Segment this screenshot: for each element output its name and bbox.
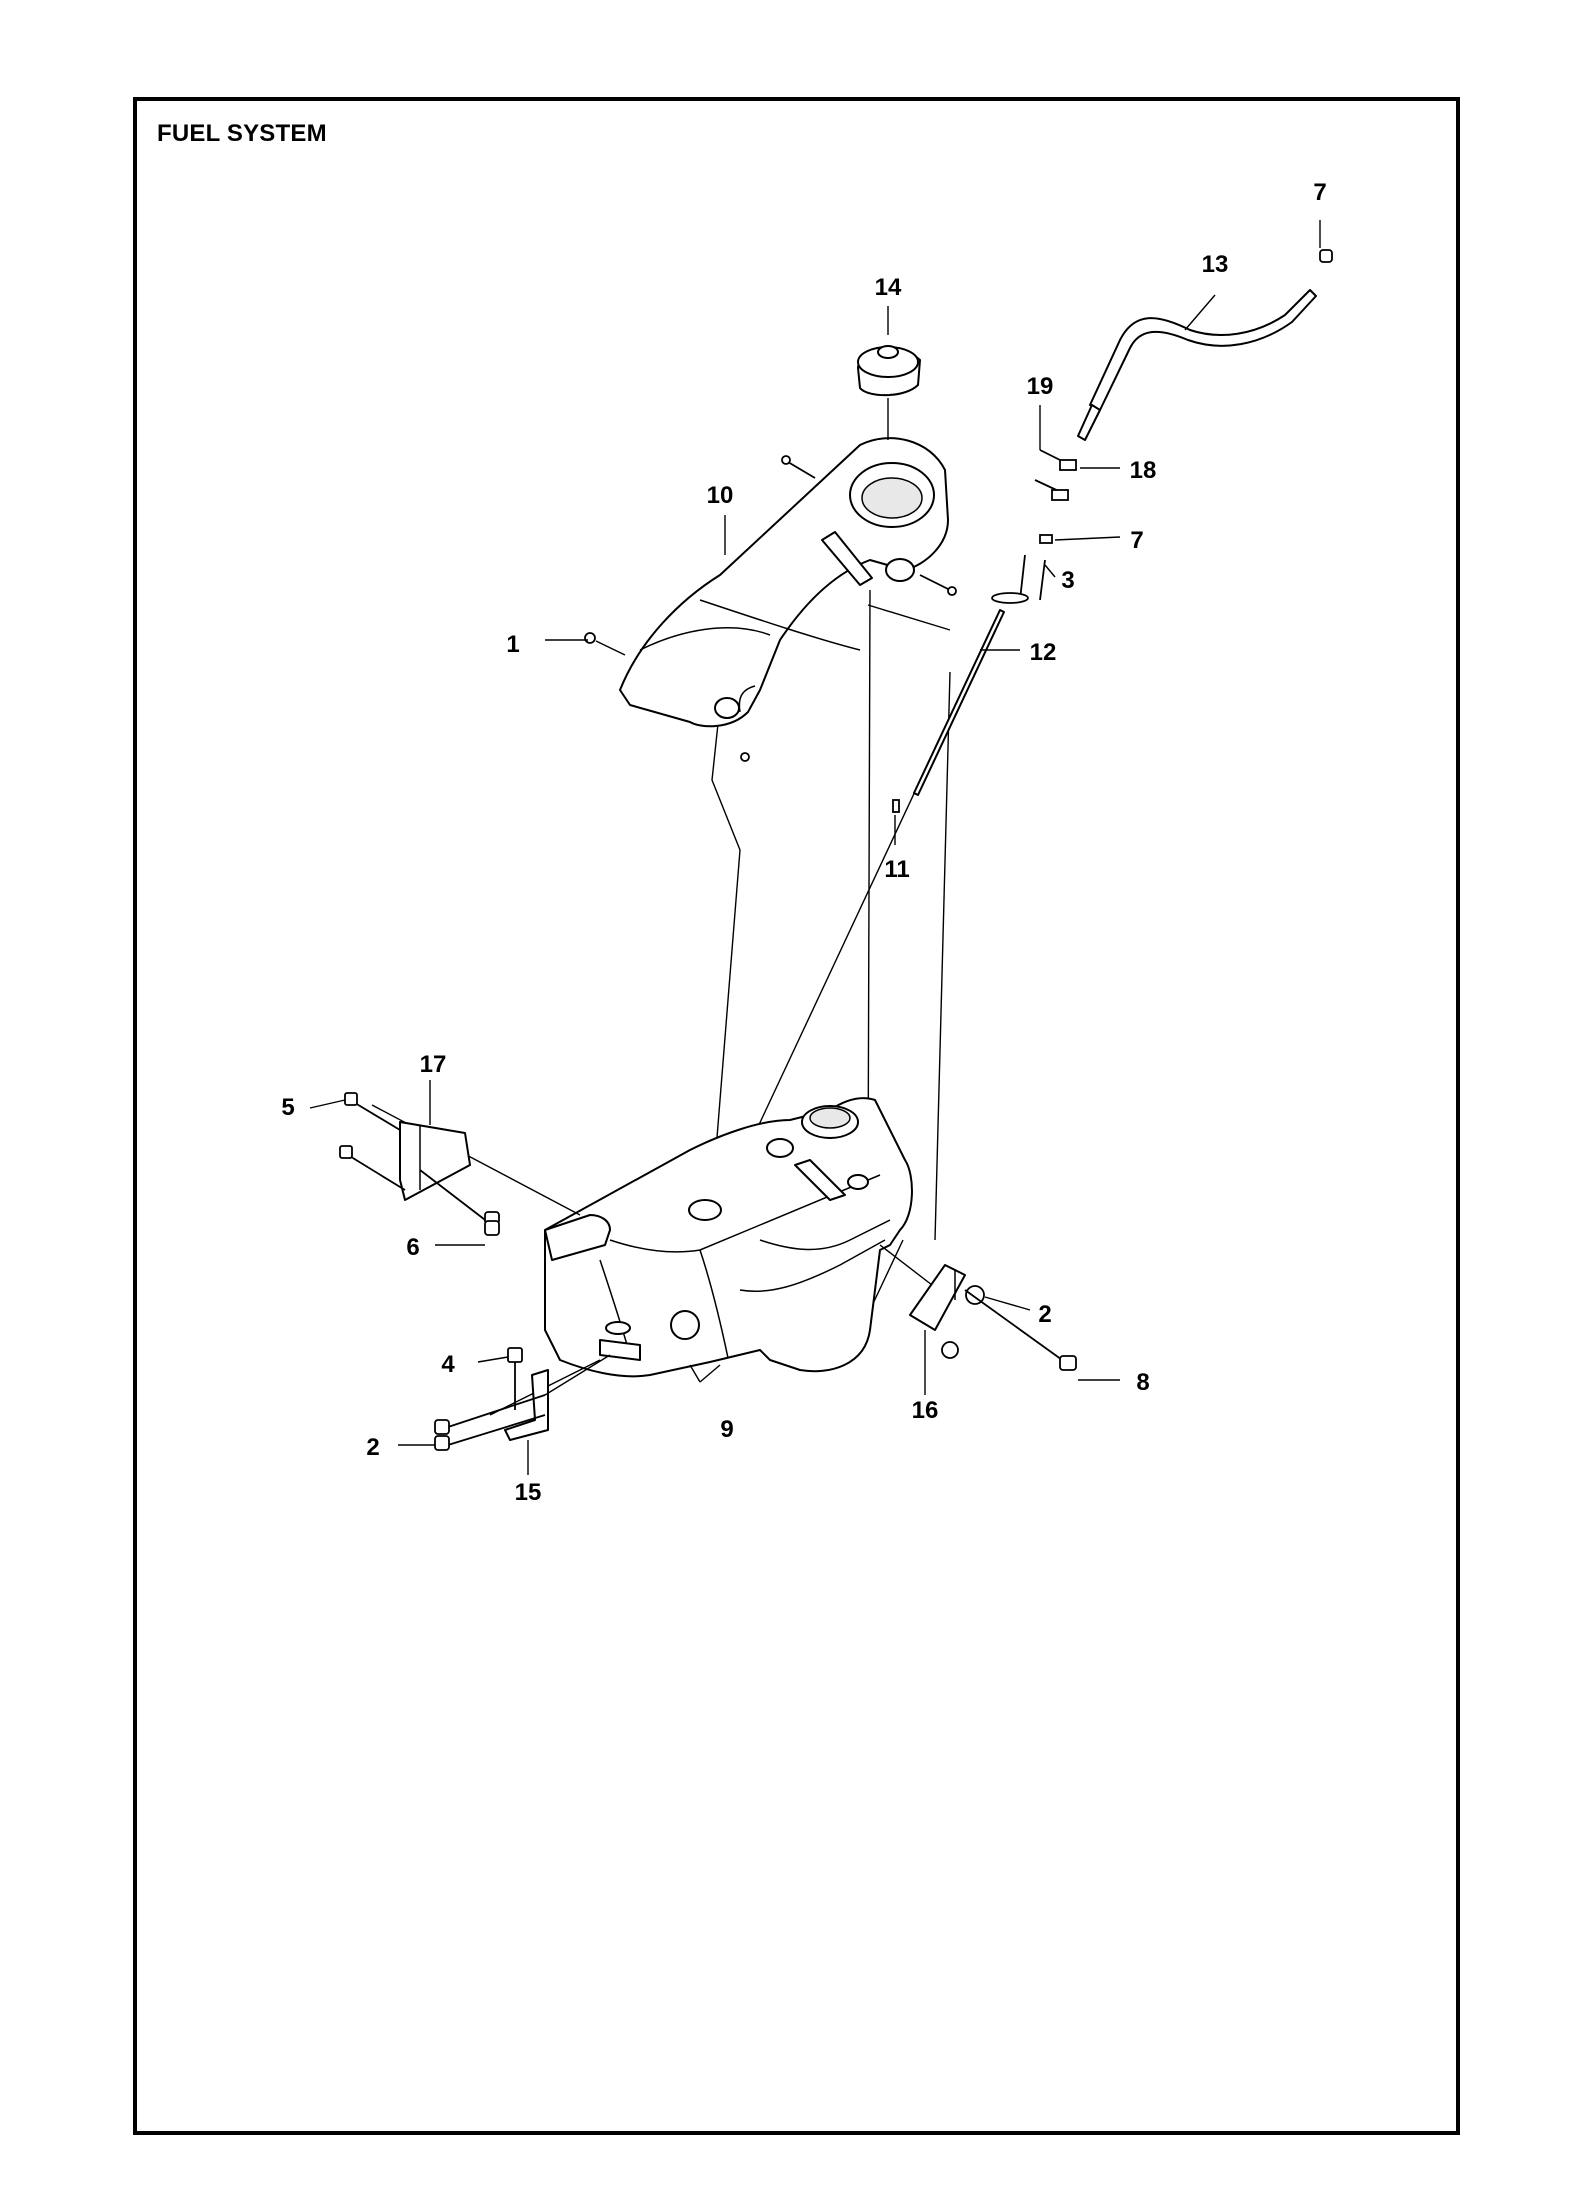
callout-16: 16 — [912, 1397, 939, 1424]
callout-9: 9 — [720, 1416, 733, 1443]
callout-2-right: 2 — [1038, 1301, 1051, 1328]
page-title: FUEL SYSTEM — [157, 120, 327, 147]
callout-17: 17 — [420, 1051, 447, 1078]
diagram-frame — [133, 97, 1460, 2135]
callout-13: 13 — [1202, 251, 1229, 278]
bracket-17-assembly — [339, 1092, 500, 1236]
callout-12: 12 — [1030, 639, 1057, 666]
callout-1: 1 — [506, 631, 519, 658]
fuel-tank — [544, 1097, 913, 1378]
fuel-hose — [1077, 249, 1333, 441]
callout-19: 19 — [1027, 373, 1054, 400]
bracket-15-assembly — [434, 1347, 611, 1451]
fuel-cap — [857, 345, 921, 440]
callout-leaders — [309, 220, 1321, 1475]
callout-7-middle: 7 — [1130, 527, 1143, 554]
callout-4: 4 — [441, 1351, 455, 1378]
callout-6: 6 — [406, 1234, 419, 1261]
callout-2-left: 2 — [366, 1434, 379, 1461]
hose-fittings — [991, 449, 1077, 604]
callouts: 1 2 2 3 4 5 6 7 7 8 9 10 11 12 13 14 15 … — [281, 179, 1326, 1506]
callout-3: 3 — [1061, 567, 1074, 594]
callout-18: 18 — [1130, 457, 1157, 484]
callout-11: 11 — [884, 856, 909, 883]
callout-5: 5 — [281, 1094, 294, 1121]
callout-7-top: 7 — [1313, 179, 1326, 206]
fuel-line — [892, 609, 1005, 813]
callout-14: 14 — [875, 274, 902, 301]
fuel-tank-cover — [619, 437, 949, 728]
callout-10: 10 — [707, 482, 734, 509]
cover-screws — [584, 455, 957, 762]
bracket-16-assembly — [909, 1264, 1077, 1371]
callout-15: 15 — [515, 1479, 542, 1506]
callout-8: 8 — [1136, 1369, 1149, 1396]
